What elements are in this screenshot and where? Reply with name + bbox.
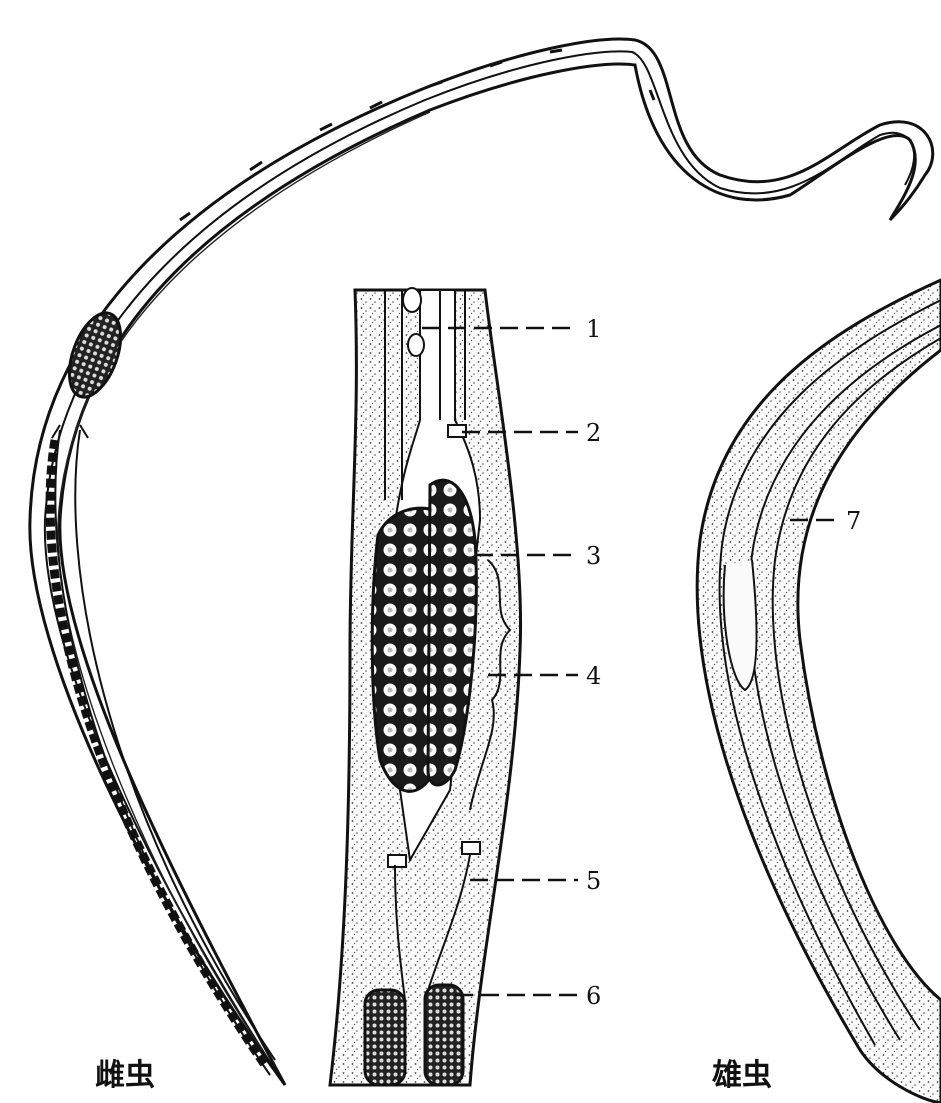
female-ovary [50, 440, 265, 1065]
label-6: 6 [586, 982, 601, 1010]
caption-female: 雌虫 [95, 1050, 155, 1094]
gonad-right [425, 985, 463, 1085]
label-7: 7 [846, 507, 861, 535]
male-worm [697, 280, 941, 1103]
label-2: 2 [586, 419, 601, 447]
label-5: 5 [586, 867, 601, 895]
male-body-outline [697, 280, 941, 1103]
caption-male: 雄虫 [712, 1050, 772, 1094]
label-3: 3 [586, 542, 601, 570]
egg-pouch-left [372, 508, 435, 791]
middle-section [330, 288, 521, 1085]
label-4: 4 [586, 662, 601, 690]
label-1: 1 [586, 315, 601, 343]
gonad-left [365, 990, 405, 1085]
